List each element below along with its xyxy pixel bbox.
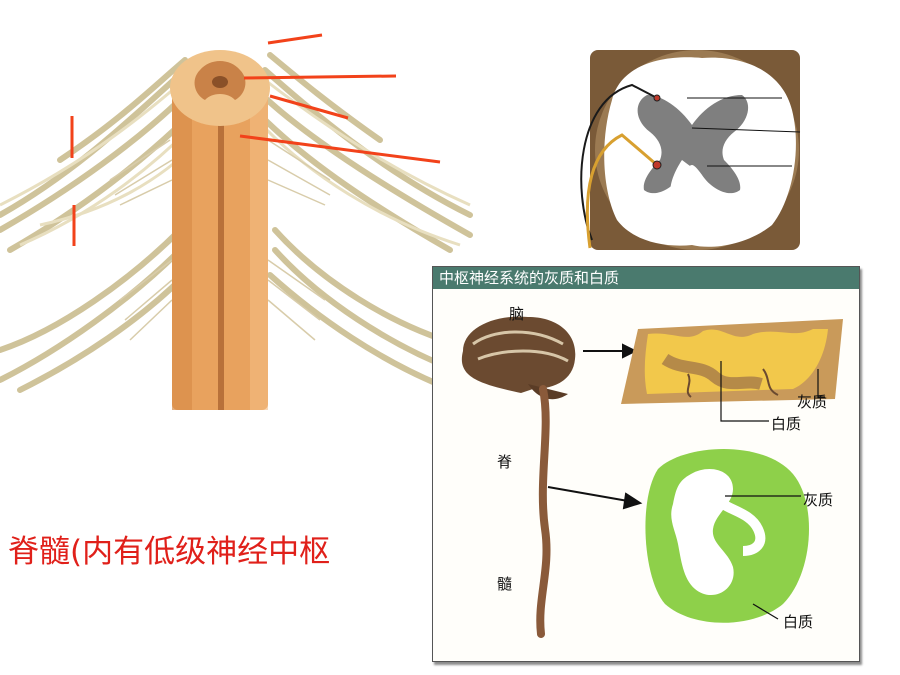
panel-illustrations [461, 316, 843, 638]
arrows [547, 343, 643, 510]
gray-white-matter-panel: 中枢神经系统的灰质和白质 [432, 266, 860, 662]
spinal-cord-illustration [0, 33, 473, 410]
gray-matter [637, 95, 749, 194]
rootlets [109, 139, 331, 341]
green-cord-section [645, 449, 810, 623]
spinal-label-top: 脊 [497, 453, 513, 471]
brain-white-matter-label: 白质 [771, 415, 802, 433]
brain-label: 脑 [509, 305, 525, 323]
brain-gray-matter-label: 灰质 [797, 393, 828, 411]
spinal-label-bottom: 髓 [497, 575, 513, 593]
nerve-fibres-upper-right [260, 78, 471, 247]
pointer-lines [70, 33, 441, 246]
cord-label-lines [725, 495, 801, 620]
nerve-roots-lower-left [0, 227, 188, 393]
cord-cross-section-diagram [580, 50, 801, 250]
cord-gray-matter-label: 灰质 [803, 491, 834, 509]
nerve-fibres-upper-left [0, 73, 202, 247]
spinal-cord-line [536, 385, 551, 638]
cord-white-matter-label: 白质 [783, 613, 814, 631]
slide-caption: 脊髓(内有低级神经中枢 [8, 534, 331, 570]
panel-title: 中枢神经系统的灰质和白质 [433, 267, 859, 289]
anterior-median-fissure [218, 110, 224, 410]
brain-tissue-block [621, 319, 843, 404]
nerve-roots-upper-left [0, 57, 198, 253]
brain-illustration [461, 316, 576, 400]
brain-label-lines [720, 361, 825, 422]
label-lines [687, 97, 801, 167]
